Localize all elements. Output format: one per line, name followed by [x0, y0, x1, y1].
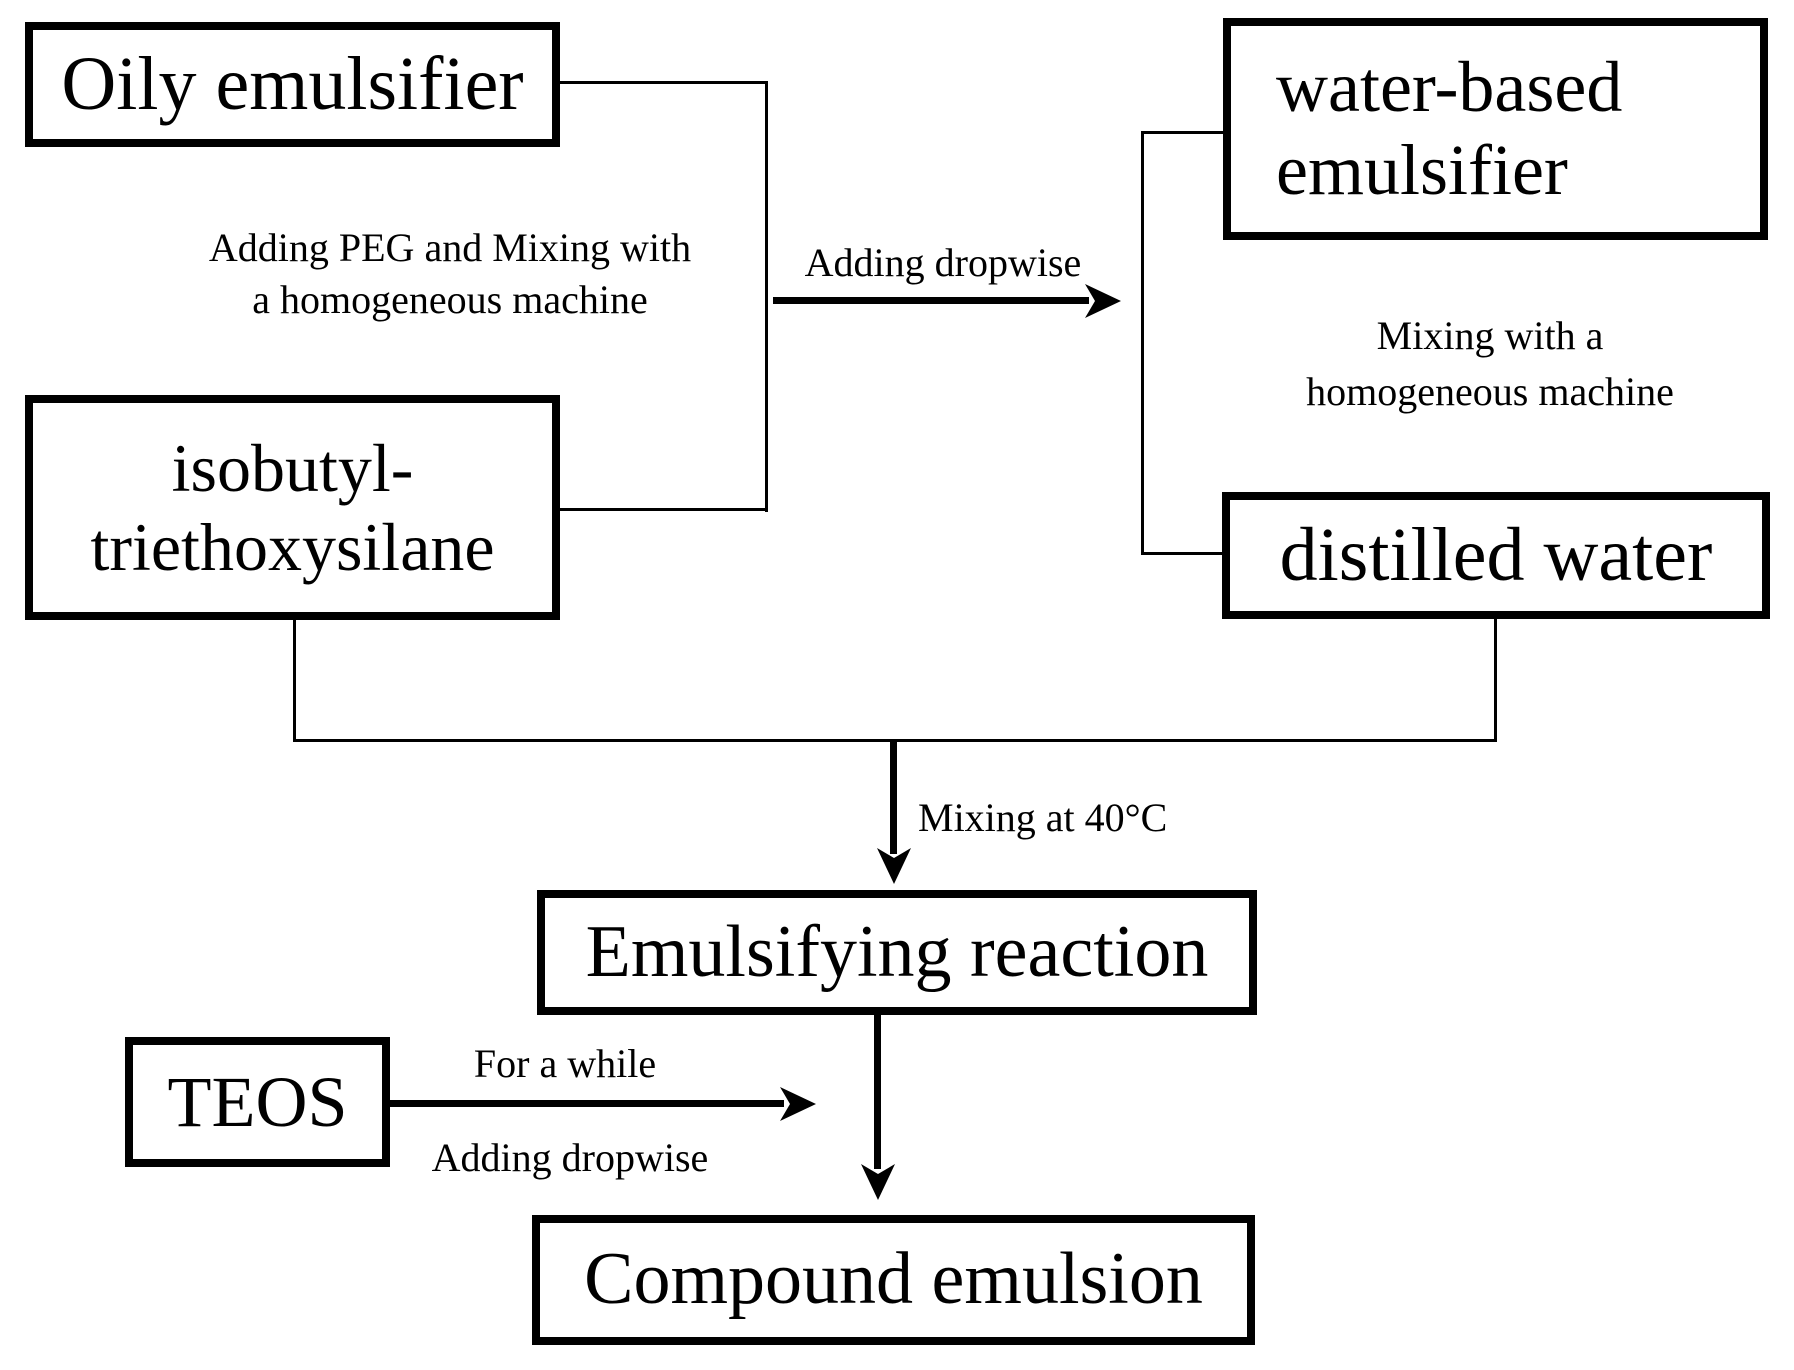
label-mixing-homogeneous-line2: homogeneous machine	[1306, 369, 1674, 414]
connector-left-bracket-top	[560, 81, 768, 84]
node-emulsifying-reaction-label: Emulsifying reaction	[585, 910, 1209, 993]
arrow-teos-shaft	[388, 1100, 784, 1107]
arrowhead-right-icon	[1085, 284, 1121, 318]
node-emulsifying-reaction: Emulsifying reaction	[537, 890, 1257, 1015]
connector-merge-left-vertical	[293, 620, 296, 742]
arrow-mixing-40-shaft	[890, 742, 897, 854]
label-adding-peg-line2: a homogeneous machine	[252, 277, 648, 322]
node-isobutyl-line1: isobutyl-	[171, 430, 414, 507]
node-water-line1: water-based	[1276, 47, 1623, 128]
node-water-label-stack: water-based emulsifier	[1276, 46, 1622, 212]
node-water-based-emulsifier: water-based emulsifier	[1223, 18, 1768, 240]
node-isobutyl-line2: triethoxysilane	[90, 508, 495, 585]
connector-right-bracket-bottom	[1141, 552, 1224, 555]
node-compound-emulsion-label: Compound emulsion	[584, 1238, 1203, 1321]
connector-right-bracket-vertical	[1141, 131, 1144, 555]
label-mixing-at-40c: Mixing at 40°C	[918, 795, 1168, 840]
arrow-adding-dropwise-shaft	[773, 297, 1089, 304]
arrowhead-right-icon	[780, 1087, 816, 1121]
label-adding-peg-line1: Adding PEG and Mixing with	[208, 225, 692, 270]
node-compound-emulsion: Compound emulsion	[532, 1215, 1255, 1345]
connector-merge-right-vertical	[1494, 617, 1497, 742]
label-adding-dropwise-bottom: Adding dropwise	[431, 1135, 709, 1180]
label-adding-dropwise-top: Adding dropwise	[804, 240, 1082, 285]
connector-left-bracket-vertical	[765, 81, 768, 512]
connector-right-bracket-top	[1141, 131, 1225, 134]
node-water-line2: emulsifier	[1276, 130, 1568, 210]
arrowhead-down-icon	[877, 848, 911, 884]
node-oily-emulsifier-label: Oily emulsifier	[61, 41, 524, 126]
node-teos: TEOS	[125, 1037, 390, 1167]
node-teos-label: TEOS	[167, 1061, 348, 1142]
connector-merge-horizontal	[293, 739, 1497, 742]
label-for-a-while: For a while	[473, 1041, 657, 1086]
label-mixing-homogeneous-line1: Mixing with a	[1376, 313, 1604, 358]
arrowhead-down-icon	[861, 1164, 895, 1200]
connector-left-bracket-bottom	[560, 508, 768, 511]
label-adding-peg-mixing: Adding PEG and Mixing with a homogeneous…	[150, 222, 750, 326]
node-distilled-water: distilled water	[1222, 492, 1770, 619]
arrow-compound-shaft	[874, 1013, 881, 1169]
label-mixing-homogeneous: Mixing with a homogeneous machine	[1230, 308, 1750, 420]
node-isobutyl-triethoxysilane: isobutyl- triethoxysilane	[25, 395, 560, 620]
node-distilled-water-label: distilled water	[1279, 512, 1713, 597]
node-oily-emulsifier: Oily emulsifier	[25, 22, 560, 147]
node-isobutyl-label-stack: isobutyl- triethoxysilane	[90, 429, 494, 585]
